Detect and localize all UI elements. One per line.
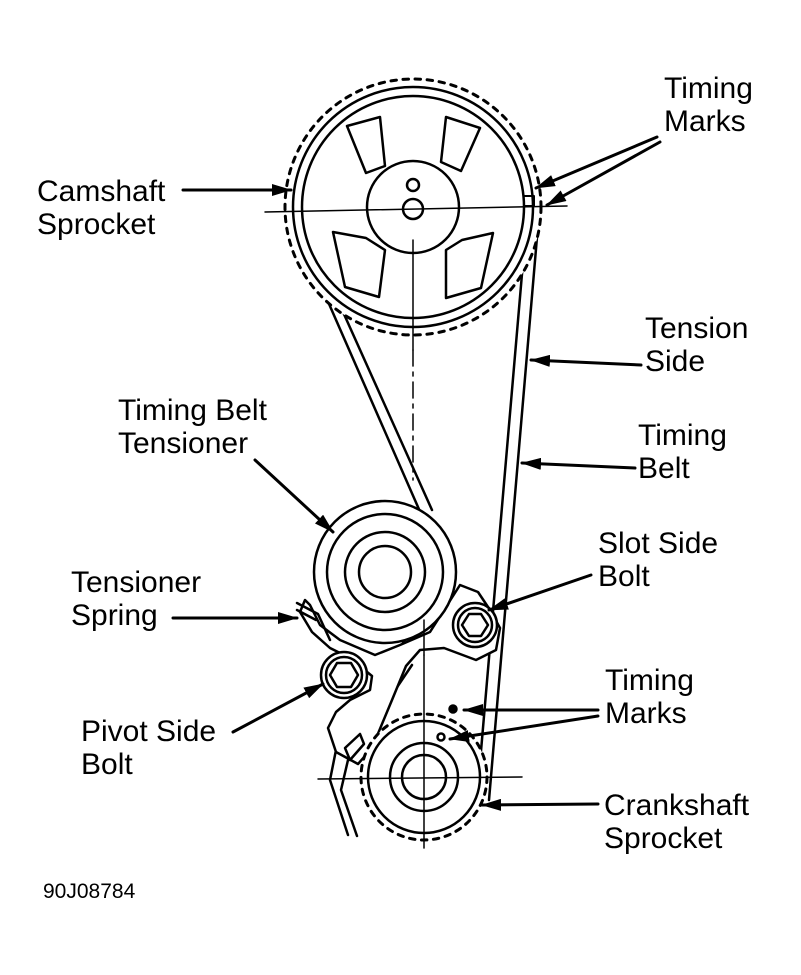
label-timing-belt-tensioner-line2: Tensioner <box>118 427 249 460</box>
label-tension-side-line1: Tension <box>645 312 749 345</box>
label-timing-belt-line1: Timing <box>638 419 727 452</box>
slot-side-bolt <box>451 601 499 649</box>
label-pivot-side-bolt: Pivot Side Bolt <box>81 715 216 781</box>
label-timing-marks-top-line1: Timing <box>664 72 753 105</box>
label-timing-belt-line2: Belt <box>638 452 690 485</box>
leader-arrows <box>171 135 662 811</box>
label-camshaft-sprocket-line1: Camshaft <box>37 175 166 208</box>
label-pivot-side-bolt-line1: Pivot Side <box>81 715 217 748</box>
label-tensioner-spring-line2: Spring <box>71 599 158 632</box>
label-crankshaft-sprocket-line1: Crankshaft <box>604 789 750 822</box>
tensioner-pulley <box>312 499 458 645</box>
label-crankshaft-sprocket-line2: Sprocket <box>604 822 723 855</box>
label-timing-marks-bottom-line1: Timing <box>605 664 694 697</box>
label-slot-side-bolt-line1: Slot Side <box>598 527 719 560</box>
label-timing-belt-tensioner-line1: Timing Belt <box>118 394 267 427</box>
camshaft-timing-mark <box>523 195 535 207</box>
label-timing-belt-tensioner: Timing Belt Tensioner <box>118 394 267 460</box>
label-timing-belt: Timing Belt <box>638 419 727 485</box>
figure-code: 90J08784 <box>43 880 136 903</box>
label-tension-side-line2: Side <box>645 345 706 378</box>
label-timing-marks-top-line2: Marks <box>664 105 746 138</box>
label-tensioner-spring-line1: Tensioner <box>71 566 202 599</box>
label-slot-side-bolt-line2: Bolt <box>598 560 650 593</box>
tensioner-spring <box>295 601 332 642</box>
label-tension-side: Tension Side <box>645 312 748 378</box>
label-tensioner-spring: Tensioner Spring <box>71 566 201 632</box>
label-slot-side-bolt: Slot Side Bolt <box>598 527 718 593</box>
pivot-side-bolt <box>319 650 369 700</box>
label-timing-marks-bottom-line2: Marks <box>605 697 687 730</box>
tensioner-bracket <box>298 583 502 766</box>
label-camshaft-sprocket: Camshaft Sprocket <box>37 175 165 241</box>
label-timing-marks-bottom: Timing Marks <box>605 664 694 730</box>
label-crankshaft-sprocket: Crankshaft Sprocket <box>604 789 749 855</box>
label-timing-marks-top: Timing Marks <box>664 72 753 138</box>
label-camshaft-sprocket-line2: Sprocket <box>37 208 156 241</box>
reference-lines <box>264 205 568 849</box>
label-pivot-side-bolt-line2: Bolt <box>81 748 133 781</box>
